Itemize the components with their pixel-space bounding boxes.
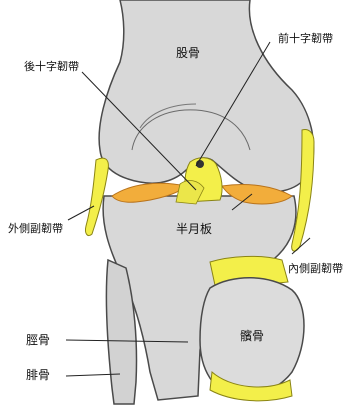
label-femur: 股骨 [176, 46, 200, 60]
label-fibula: 腓骨 [26, 368, 50, 382]
label-tibia: 脛骨 [26, 333, 50, 347]
label-pcl: 後十字韌帶 [24, 60, 79, 74]
label-acl: 前十字韌帶 [278, 32, 333, 46]
label-lcl: 外側副韌帶 [8, 222, 63, 236]
label-patella: 髕骨 [240, 329, 264, 343]
label-meniscus: 半月板 [176, 222, 212, 236]
label-mcl: 內側副韌帶 [288, 262, 343, 276]
